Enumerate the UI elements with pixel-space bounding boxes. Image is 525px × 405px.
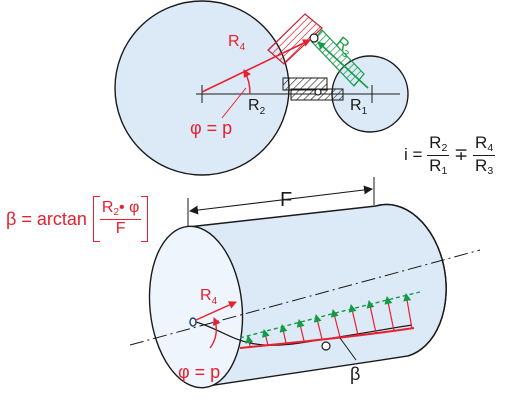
ratio-operator: ∓ bbox=[454, 144, 469, 164]
beta-formula: β = arctan R2• φ F bbox=[6, 196, 149, 242]
radial-arrows bbox=[245, 293, 413, 347]
radius-R3-arrow bbox=[317, 41, 369, 89]
phi-leader-line bbox=[221, 87, 247, 119]
ratio-fraction-2: R4 R3 bbox=[473, 133, 496, 177]
dim-line-F bbox=[189, 185, 373, 215]
slider-block bbox=[282, 77, 328, 91]
arm-pivot bbox=[309, 33, 319, 43]
beta-leader-line bbox=[339, 337, 357, 361]
beta-formula-lhs: β = arctan bbox=[6, 208, 87, 229]
cylinder-right-end bbox=[375, 203, 447, 357]
beta-fraction: R2• φ F bbox=[99, 199, 142, 238]
helix-point bbox=[321, 341, 331, 351]
beta-bracket-left bbox=[92, 196, 100, 242]
cylinder-diagram: F β R4 φ = p bbox=[129, 177, 481, 389]
label-R1: R1 bbox=[350, 97, 368, 117]
beta-bracket-right bbox=[141, 196, 149, 242]
cylinder-axis bbox=[129, 249, 481, 346]
dim-label-F: F bbox=[280, 189, 292, 211]
face-phi-arc bbox=[209, 317, 221, 349]
face-center bbox=[189, 317, 197, 327]
top-phi-label: φ = p bbox=[190, 118, 232, 138]
top-gear-diagram: R4 R3 R2 R1 φ = p bbox=[114, 0, 409, 176]
red-hatched-arm bbox=[267, 13, 323, 65]
ratio-formula: i = R2 R1 ∓ R4 R3 bbox=[404, 133, 496, 177]
radius-R4-arrow bbox=[201, 39, 311, 93]
face-phi-label: φ = p bbox=[178, 362, 220, 382]
helix-black-curve bbox=[195, 321, 413, 346]
beta-label: β bbox=[350, 364, 360, 384]
label-R2: R2 bbox=[248, 97, 266, 117]
ratio-fraction-1: R2 R1 bbox=[427, 133, 450, 177]
slider-pivot bbox=[314, 88, 322, 96]
helix-green-curve bbox=[239, 291, 421, 339]
face-R4-arrow bbox=[195, 301, 237, 321]
ratio-lhs: i = bbox=[404, 144, 423, 164]
cylinder-left-face bbox=[148, 225, 244, 389]
phi-angle-arc bbox=[243, 69, 251, 95]
face-label-R4: R4 bbox=[200, 287, 218, 307]
label-R4: R4 bbox=[228, 33, 246, 53]
